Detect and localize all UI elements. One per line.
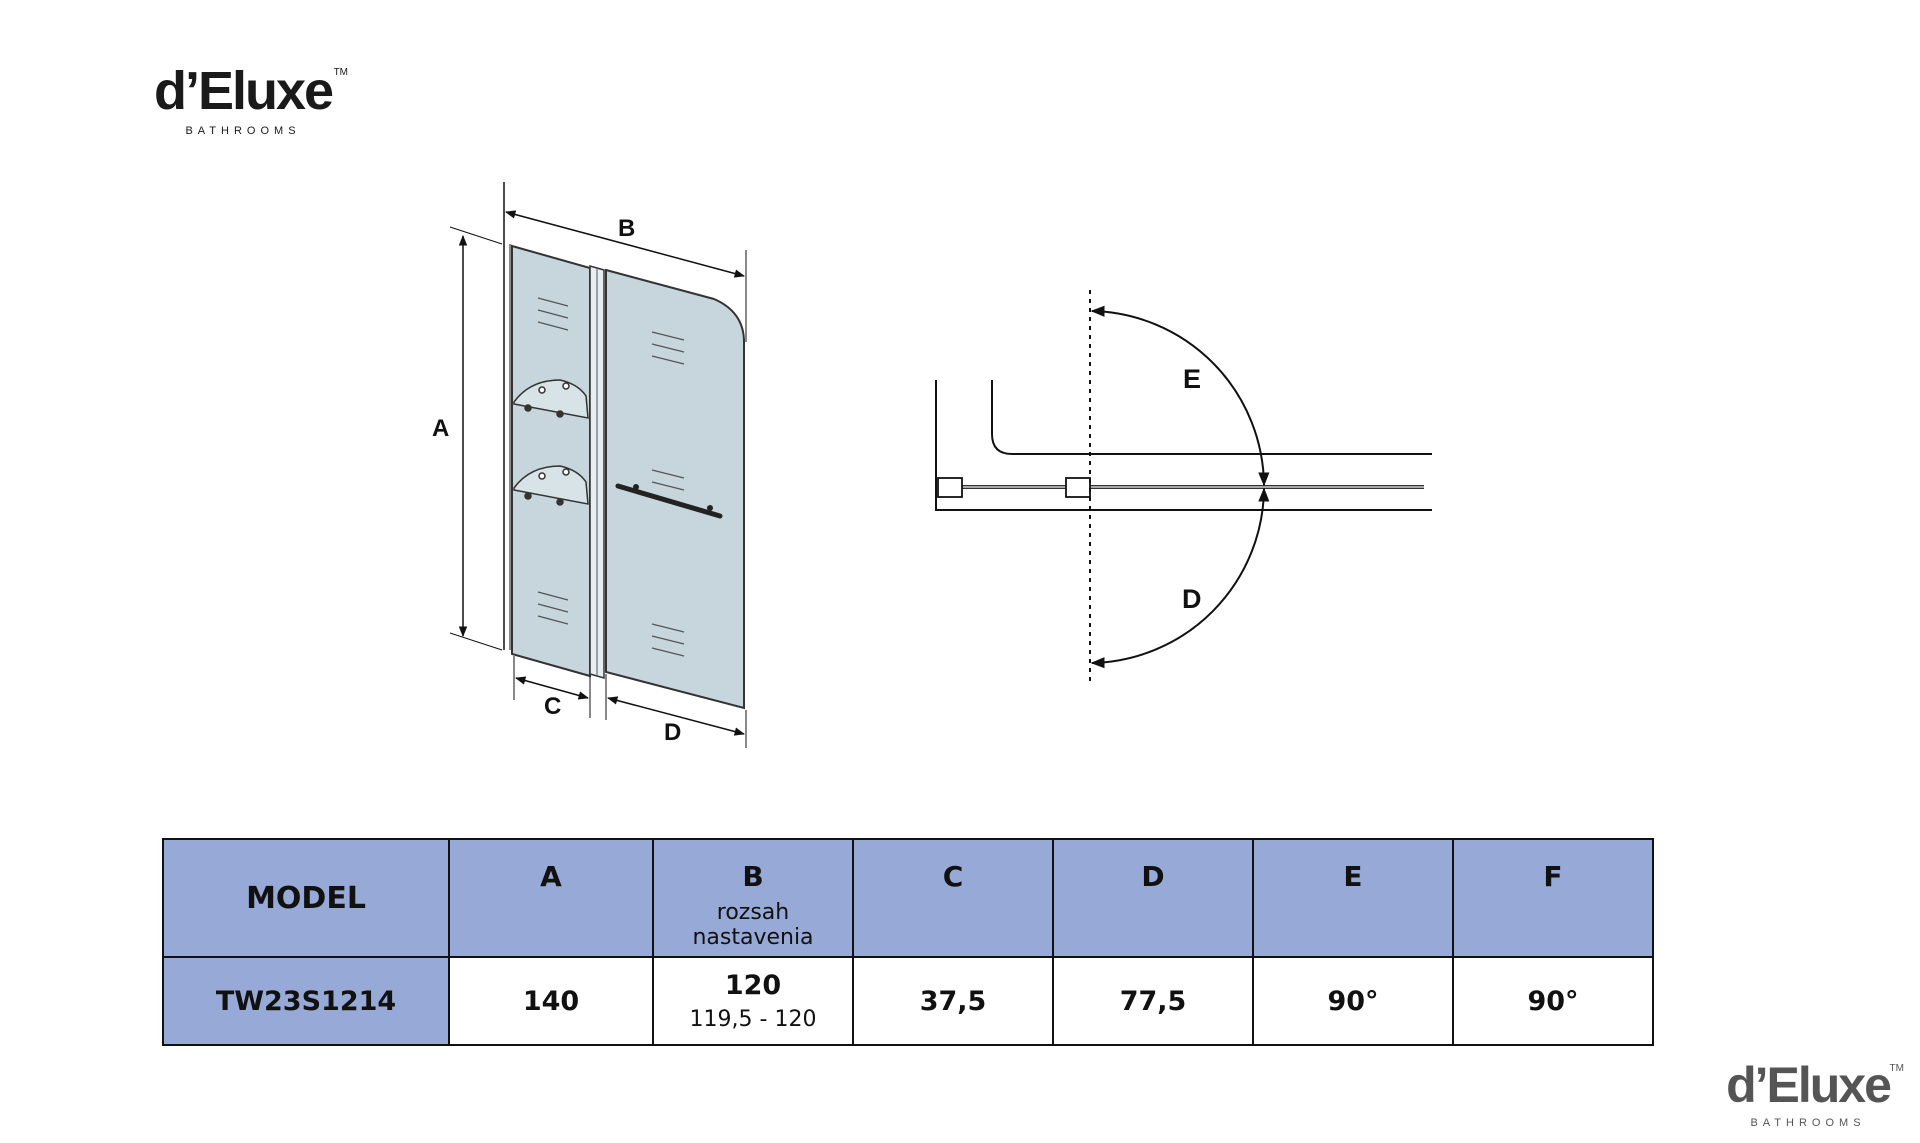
cell-b-value: 120 <box>724 970 782 1001</box>
header-b-label: B <box>742 860 764 893</box>
cell-d: 77,5 <box>1052 956 1254 1046</box>
angle-e-label: E <box>1183 364 1201 394</box>
dimension-d-label: D <box>664 719 681 746</box>
top-view-drawing: E D <box>935 290 1432 684</box>
fixed-glass-panel <box>511 244 591 678</box>
header-e: E <box>1252 838 1454 958</box>
header-f: F <box>1452 838 1654 958</box>
header-a-label: A <box>540 860 562 893</box>
cell-c: 37,5 <box>852 956 1054 1046</box>
wall-profile-square <box>937 477 963 498</box>
glass-shelf-upper <box>513 379 589 419</box>
cell-f: 90° <box>1452 956 1654 1046</box>
header-model: MODEL <box>162 838 450 958</box>
dimension-b-line <box>504 210 746 278</box>
hinge-square <box>1065 477 1091 498</box>
dimension-b-label: B <box>618 215 635 242</box>
header-a: A <box>448 838 654 958</box>
swing-glass-panel <box>605 268 745 710</box>
brand-trademark-bottom: TM <box>1889 1063 1904 1074</box>
brand-tagline: BATHROOMS <box>185 125 301 137</box>
header-c-label: C <box>942 860 964 893</box>
cell-a: 140 <box>448 956 654 1046</box>
dimension-c-line <box>514 676 590 700</box>
header-f-label: F <box>1543 860 1563 893</box>
glass-shelf-lower <box>513 465 589 506</box>
brand-name: d’Eluxe <box>153 61 334 121</box>
dimension-c-label: C <box>544 693 561 720</box>
header-d-label: D <box>1141 860 1165 893</box>
towel-bar <box>615 483 723 519</box>
table-row: TW23S1214 140 120 119,5 - 120 37,5 77,5 9… <box>162 956 1654 1046</box>
brand-tagline-bottom: BATHROOMS <box>1750 1117 1866 1129</box>
header-c: C <box>852 838 1054 958</box>
dimension-a-label: A <box>432 415 449 442</box>
header-e-label: E <box>1343 860 1363 893</box>
cell-b: 120 119,5 - 120 <box>652 956 854 1046</box>
bath-inner-outline <box>991 380 1432 455</box>
angle-d-label: D <box>1182 584 1202 614</box>
cell-e: 90° <box>1252 956 1454 1046</box>
swing-arc-e <box>1090 305 1270 487</box>
cell-b-range: 119,5 - 120 <box>689 1007 817 1032</box>
header-b-note: rozsah nastavenia <box>692 900 814 950</box>
glass-reflection-marks <box>537 297 685 657</box>
bath-outline <box>935 380 1432 511</box>
brand-name-bottom: d’Eluxe <box>1726 1057 1892 1113</box>
header-d: D <box>1052 838 1254 958</box>
cell-model: TW23S1214 <box>162 956 450 1046</box>
swing-arc-d <box>1090 487 1270 669</box>
brand-trademark: TM <box>333 67 349 78</box>
dimension-d-line <box>606 696 746 736</box>
